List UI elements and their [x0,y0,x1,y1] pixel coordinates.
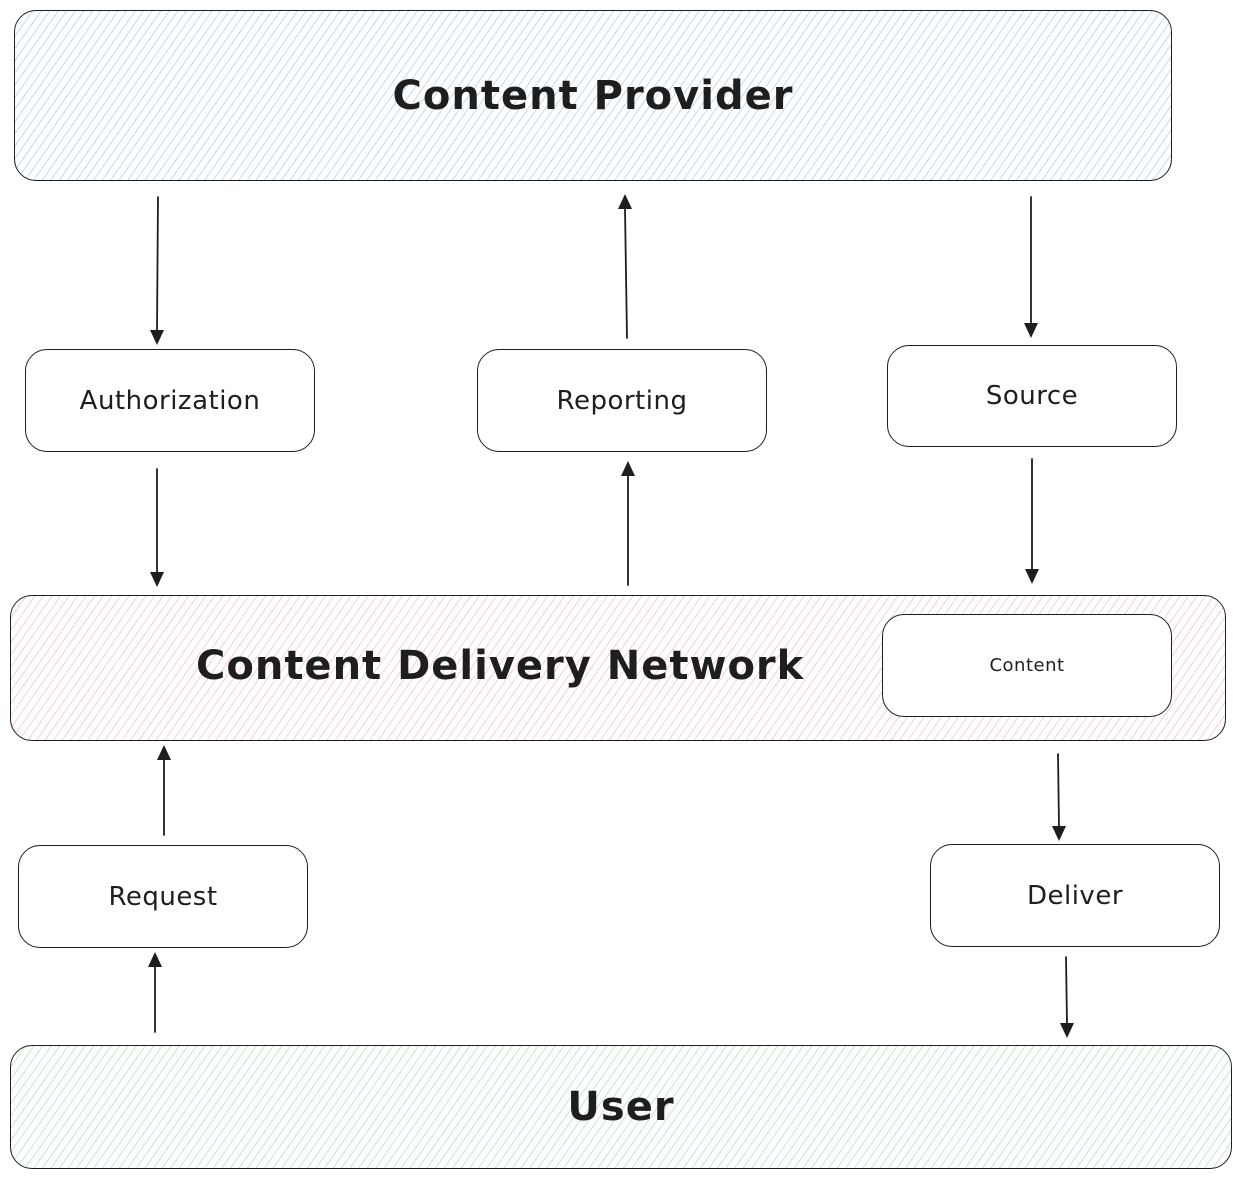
request-box: Request [18,845,308,948]
content-provider-label: Content Provider [392,72,794,119]
arrow-reporting-to-provider [618,194,632,339]
reporting-box: Reporting [477,349,767,452]
user-box: User [10,1045,1232,1169]
arrow-user-to-request [148,952,162,1033]
request-label: Request [108,881,218,912]
cdn-label: Content Delivery Network [196,643,805,689]
user-label: User [567,1084,675,1130]
arrow-cdn-to-reporting [621,461,635,586]
content-label: Content [989,655,1065,676]
arrow-deliver-to-user [1060,956,1074,1038]
arrow-provider-to-authorization [150,196,164,345]
arrow-cdn-to-deliver [1052,753,1066,841]
arrow-request-to-cdn [157,745,171,836]
content-box: Content [882,614,1172,717]
authorization-box: Authorization [25,349,315,452]
arrow-source-to-cdn [1025,458,1039,584]
arrow-authorization-to-cdn [150,468,164,587]
deliver-box: Deliver [930,844,1220,947]
source-label: Source [985,381,1079,411]
source-box: Source [887,345,1177,447]
deliver-label: Deliver [1026,880,1124,911]
arrow-provider-to-source [1024,196,1038,338]
authorization-label: Authorization [79,385,261,416]
reporting-label: Reporting [556,385,688,416]
content-provider-box: Content Provider [14,10,1172,181]
